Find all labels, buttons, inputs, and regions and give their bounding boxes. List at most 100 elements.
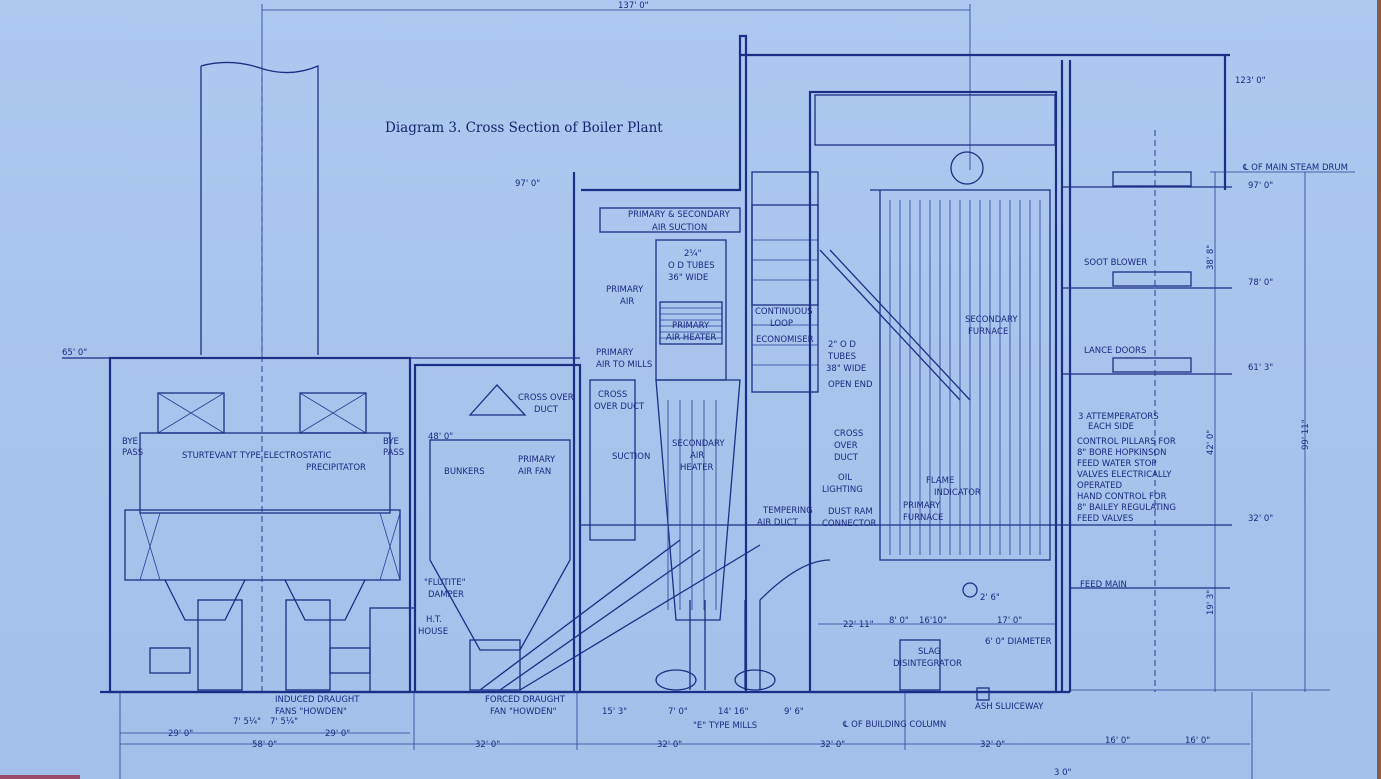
diagram-title: Diagram 3. Cross Section of Boiler Plant	[385, 120, 663, 136]
label: ECONOMISER	[756, 335, 814, 345]
label: 6' 0" DIAMETER	[985, 637, 1052, 647]
dimension: 29' 0"	[325, 729, 350, 739]
dimension: 32' 0"	[657, 740, 682, 750]
label: INDUCED DRAUGHT	[275, 695, 360, 705]
dimension: 8' 0"	[889, 616, 909, 626]
elevation-label: 65' 0"	[62, 348, 87, 358]
elevation-label: 123' 0"	[1235, 76, 1266, 86]
label: SOOT BLOWER	[1084, 258, 1147, 268]
elevation-label: 97' 0"	[1248, 181, 1273, 191]
dimension: 32' 0"	[820, 740, 845, 750]
label: "FLUTITE"	[424, 578, 466, 588]
component-labels: PRIMARY & SECONDARY AIR SUCTION 2¼" O D …	[122, 210, 1176, 731]
elevation-label: 48' 0"	[428, 432, 453, 442]
overall-dimension	[261, 4, 971, 360]
label: CROSS	[834, 429, 863, 439]
right-frame	[580, 53, 1355, 692]
label: FEED MAIN	[1080, 580, 1127, 590]
label: BUNKERS	[444, 467, 485, 477]
label: DUCT	[834, 453, 859, 463]
label: PASS	[122, 448, 143, 458]
label: 8" BAILEY REGULATING	[1077, 503, 1176, 513]
label: 2¼"	[684, 249, 702, 259]
dimension: 2' 6"	[980, 593, 1000, 603]
label: BYE	[383, 437, 399, 447]
label: 3 ATTEMPERATORS	[1078, 412, 1159, 422]
paper-edge	[0, 775, 80, 779]
vertical-dimension: 99' 11"	[1301, 419, 1311, 450]
label: H.T.	[426, 615, 442, 625]
label: TEMPERING	[762, 506, 813, 516]
label: AIR	[690, 451, 704, 461]
label: TUBES	[827, 352, 856, 362]
dimension: 14' 16"	[718, 707, 749, 717]
label: PRIMARY	[596, 348, 634, 358]
label: 38" WIDE	[826, 364, 866, 374]
label: PRIMARY	[606, 285, 644, 295]
label: BYE	[122, 437, 138, 447]
label: CROSS OVER	[518, 393, 574, 403]
label: 8" BORE HOPKINSON	[1077, 448, 1166, 458]
label: LIGHTING	[822, 485, 863, 495]
label: SLAG	[918, 647, 941, 657]
label: 2" O D	[828, 340, 856, 350]
label: PRIMARY	[518, 455, 556, 465]
label: FURNACE	[903, 513, 943, 523]
label: CROSS	[598, 390, 627, 400]
label: VALVES ELECTRICALLY	[1077, 470, 1172, 480]
label: OVER DUCT	[594, 402, 645, 412]
elevation-label: 61' 3"	[1248, 363, 1273, 373]
label: FLAME	[926, 476, 954, 486]
precipitator-house	[62, 356, 580, 694]
label: LOOP	[770, 319, 793, 329]
label: FURNACE	[968, 327, 1008, 337]
elevation-label: 78' 0"	[1248, 278, 1273, 288]
dimension: 3 0"	[1054, 768, 1072, 778]
dimension: 7' 5¼"	[233, 717, 261, 727]
label: HEATER	[680, 463, 713, 473]
elevation-label: ℄ OF MAIN STEAM DRUM	[1242, 163, 1348, 173]
label: EACH SIDE	[1088, 422, 1134, 432]
label: "E" TYPE MILLS	[693, 721, 757, 731]
label: AIR SUCTION	[652, 223, 707, 233]
label: CONNECTOR	[822, 519, 877, 529]
label: OPERATED	[1077, 481, 1122, 491]
vertical-dimension: 19' 3"	[1206, 590, 1216, 615]
label: HOUSE	[418, 627, 448, 637]
label: PRIMARY	[903, 501, 941, 511]
label: OPEN END	[828, 380, 873, 390]
dimension: 32' 0"	[475, 740, 500, 750]
elevation-label: 97' 0"	[515, 179, 540, 189]
vertical-dimension: 42' 0"	[1206, 430, 1216, 455]
dimension-labels: 22' 11" 8' 0" 16'10" 17' 0" 2' 6" 29' 0"…	[168, 593, 1210, 778]
dimension: 58' 0"	[252, 740, 277, 750]
paper-edge	[1377, 0, 1381, 779]
label: ℄ OF BUILDING COLUMN	[842, 720, 946, 730]
label: FEED WATER STOP	[1077, 459, 1157, 469]
dimension: 17' 0"	[997, 616, 1022, 626]
vertical-dimension: 38' 8"	[1206, 245, 1216, 270]
label: FAN "HOWDEN"	[490, 707, 557, 717]
label: FANS "HOWDEN"	[275, 707, 347, 717]
elevation-label: 32' 0"	[1248, 514, 1273, 524]
label: STURTEVANT TYPE ELECTROSTATIC	[182, 451, 332, 461]
label: AIR FAN	[518, 467, 551, 477]
elevation-label: 137' 0"	[618, 1, 649, 11]
label: FORCED DRAUGHT	[485, 695, 566, 705]
label: 36" WIDE	[668, 273, 708, 283]
label: SECONDARY	[965, 315, 1018, 325]
dimension: 7' 5¼"	[270, 717, 298, 727]
dimension: 16'10"	[919, 616, 947, 626]
label: O D TUBES	[668, 261, 715, 271]
label: DUCT	[534, 405, 559, 415]
ground-and-dimensions	[100, 623, 1330, 779]
label: PRECIPITATOR	[306, 463, 366, 473]
label: ASH SLUICEWAY	[975, 702, 1044, 712]
label: AIR DUCT	[757, 518, 799, 528]
label: PRIMARY	[672, 321, 710, 331]
dimension: 32' 0"	[980, 740, 1005, 750]
label: FEED VALVES	[1077, 514, 1133, 524]
label: HAND CONTROL FOR	[1077, 492, 1167, 502]
air-heater-structure	[479, 34, 831, 692]
boiler	[808, 90, 1058, 701]
